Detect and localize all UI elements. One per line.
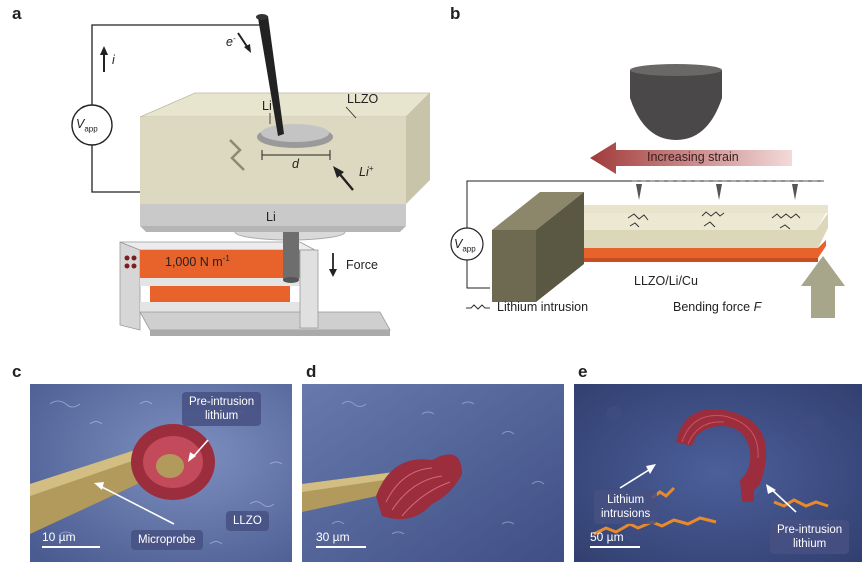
scale-bar-e: 50 µm xyxy=(590,530,640,548)
pre-intrusion-lithium-e xyxy=(676,409,767,502)
scale-bar-d: 30 µm xyxy=(316,530,366,548)
spring-constant-label: 1,000 N m-1 xyxy=(165,254,230,270)
vapp-label-b: Vapp xyxy=(454,237,476,254)
electron-arrow-icon xyxy=(244,44,251,53)
d-label: d xyxy=(292,157,299,171)
li-ion-label: Li+ xyxy=(359,164,374,180)
scale-bar-c: 10 µm xyxy=(42,530,100,548)
llzo-label-a: LLZO xyxy=(347,92,379,106)
voltage-source-a xyxy=(71,104,113,146)
current-label: i xyxy=(112,53,115,67)
circuit-wire xyxy=(91,24,264,107)
lithium-intrusion-legend-icon xyxy=(466,304,490,310)
voltage-source-b xyxy=(450,227,484,261)
bending-force-arrow xyxy=(801,256,845,318)
beam-top xyxy=(565,205,828,213)
bending-force-label: Bending force F xyxy=(673,300,762,314)
increasing-strain-label: Increasing strain xyxy=(647,150,739,164)
spring-orange-top xyxy=(140,250,300,278)
electron-label: e- xyxy=(226,34,236,50)
increasing-strain-arrow xyxy=(590,142,792,174)
spring-orange-bottom xyxy=(150,286,290,302)
clamp-block xyxy=(492,192,584,230)
li-ion-arrow-icon xyxy=(333,166,344,178)
panel-label-a: a xyxy=(12,4,22,23)
panel-label-c: c xyxy=(12,362,22,381)
force-arrow-icon xyxy=(329,269,337,277)
sem-image-d xyxy=(302,384,564,562)
microprobe-tag: Microprobe xyxy=(131,530,203,550)
lithium-intrusion-label: Lithium intrusion xyxy=(497,300,589,314)
panel-a-schematic xyxy=(71,14,430,336)
vapp-label-a: Vapp xyxy=(76,117,98,134)
panel-b-schematic xyxy=(450,64,845,318)
li-top-label: Li xyxy=(262,99,272,113)
panel-label-e: e xyxy=(578,362,588,381)
stack-label: LLZO/Li/Cu xyxy=(634,274,698,288)
panel-label-b: b xyxy=(450,4,461,23)
current-arrow-icon xyxy=(100,46,108,55)
microprobe-a xyxy=(258,16,284,136)
llzo-tag-c: LLZO xyxy=(226,511,269,531)
force-label: Force xyxy=(346,258,378,272)
li-layer-label: Li xyxy=(266,210,276,224)
panel-label-d: d xyxy=(306,362,317,381)
indenter-icon xyxy=(630,70,722,140)
llzo-block-top xyxy=(139,92,430,118)
